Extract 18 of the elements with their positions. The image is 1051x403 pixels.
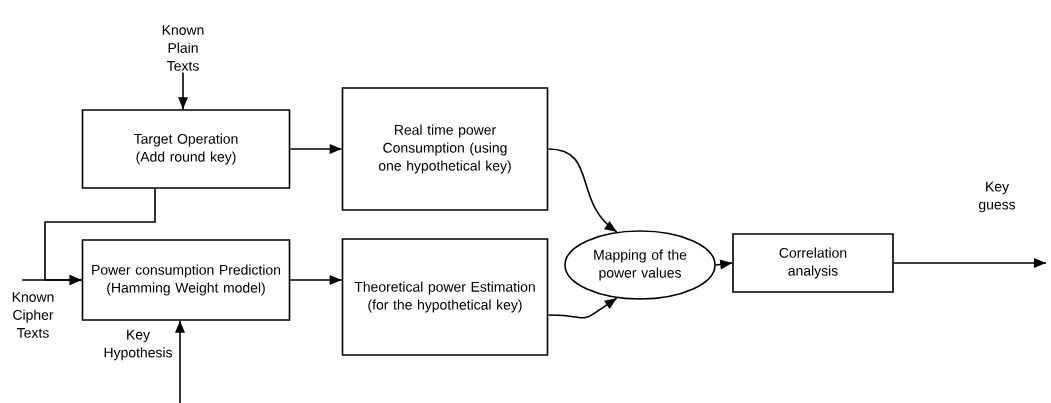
arrow [175, 320, 185, 403]
arrow [547, 148, 618, 233]
arrow [547, 297, 618, 319]
input-text: Known Plain Texts [162, 25, 204, 71]
process-box: Real time power Consumption (using one hypothetical key) [341, 87, 549, 211]
input-label: Key guess [979, 181, 1016, 213]
process-box: Target Operation (Add round key) [81, 109, 291, 189]
process-box: Correlation analysis [732, 233, 894, 293]
arrow [715, 259, 733, 270]
arrow [893, 258, 1047, 268]
process-box: Power consumption Prediction (Hamming Weight model) [81, 239, 291, 321]
input-label: Key Hypothesis [104, 329, 172, 361]
arrow [21, 275, 83, 285]
arrow [289, 144, 343, 154]
arrow [289, 275, 343, 285]
arrow [178, 71, 188, 110]
process-box: Theoretical power Estimation (for the hypothetical key) [341, 238, 549, 356]
input-label: Known Cipher Texts [12, 292, 54, 338]
